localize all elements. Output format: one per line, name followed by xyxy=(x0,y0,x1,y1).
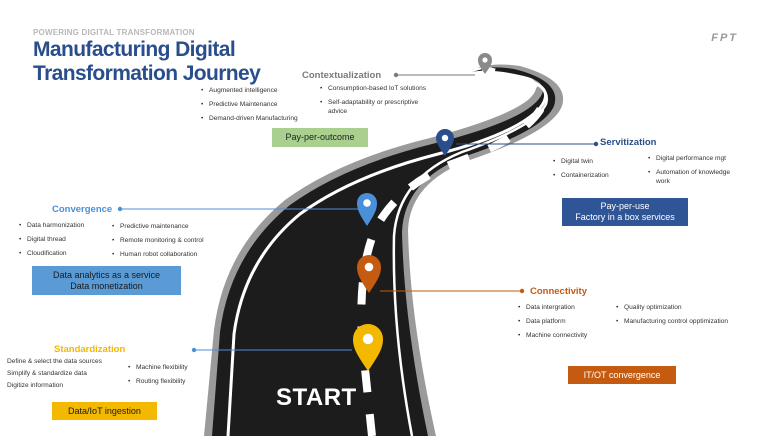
list-item: Simplify & standardize data xyxy=(7,370,87,377)
standardization-label: Standardization xyxy=(54,344,126,355)
page-title-line1: Manufacturing Digital xyxy=(33,38,236,61)
servitization-connector-dot xyxy=(593,141,599,147)
convergence-pin-icon xyxy=(357,193,377,226)
connectivity-label: Connectivity xyxy=(530,286,588,297)
road-right-edge-line xyxy=(392,74,549,436)
list-item: •Demand-driven Manufacturing xyxy=(201,115,298,122)
list-item: advice xyxy=(328,108,348,115)
list-item: •Consumption-based IoT solutions xyxy=(320,85,427,92)
servitization-label: Servitization xyxy=(600,137,657,148)
road-center-dashes xyxy=(357,66,546,436)
standardization-list-2: •Machine flexibility •Routing flexibilit… xyxy=(128,363,188,386)
servitization-box-line2: Factory in a box services xyxy=(575,212,675,222)
servitization-list-2: •Digital performance mgt •Automation of … xyxy=(648,154,730,186)
servitization-list-1: •Digital twin •Containerization xyxy=(553,157,609,180)
list-item: •Augmented intelligence xyxy=(201,87,278,94)
convergence-connector-dot xyxy=(117,206,123,212)
contextualization-list-2: •Consumption-based IoT solutions •Self-a… xyxy=(320,84,426,116)
road-left-edge-line xyxy=(226,78,548,436)
standardization-connector-dot xyxy=(191,347,197,353)
list-item: •Routing flexibility xyxy=(128,378,186,385)
connectivity-connector-dot xyxy=(519,288,525,294)
servitization-box-line1: Pay-per-use xyxy=(600,201,650,211)
standardization-list-1: Define & select the data sources Simplif… xyxy=(7,357,102,390)
list-item: •Machine connectivity xyxy=(518,332,588,339)
standardization-box: Data/IoT ingestion xyxy=(52,402,157,420)
contextualization-box: Pay-per-outcome xyxy=(272,128,368,147)
list-item: •Cloudification xyxy=(19,250,67,257)
convergence-box-line1: Data analytics as a service xyxy=(52,269,161,280)
page-title-line2: Transformation Journey xyxy=(33,62,261,85)
road-body xyxy=(212,67,556,436)
fpt-logo: FPT xyxy=(711,32,738,44)
list-item: •Digital performance mgt xyxy=(648,155,726,162)
convergence-list-2: •Predictive maintenance •Remote monitori… xyxy=(112,222,204,259)
list-item: •Data platform xyxy=(518,318,566,325)
convergence-box: Data analytics as a service Data monetiz… xyxy=(32,266,181,295)
start-label: START xyxy=(276,384,357,411)
contextualization-connector-dot xyxy=(393,72,399,78)
list-item: work xyxy=(656,178,670,185)
servitization-box: Pay-per-use Factory in a box services xyxy=(562,198,688,226)
list-item: •Manufacturing control opptimization xyxy=(616,318,729,325)
list-item: •Machine flexibility xyxy=(128,364,188,371)
list-item: •Remote monitoring & control xyxy=(112,237,204,244)
list-item: •Data harmonization xyxy=(19,222,85,229)
connectivity-pin-icon xyxy=(357,255,381,293)
list-item: Define & select the data sources xyxy=(7,358,102,365)
convergence-label: Convergence xyxy=(52,204,113,215)
connectivity-box: IT/OT convergence xyxy=(568,366,676,384)
list-item: •Digital thread xyxy=(19,236,66,243)
list-item: •Predictive maintenance xyxy=(112,223,189,230)
list-item: •Automation of knowledge xyxy=(648,169,731,176)
convergence-box-line2: Data monetization xyxy=(70,280,143,291)
list-item: •Self-adaptability or prescriptive xyxy=(320,99,419,106)
convergence-list-1: •Data harmonization •Digital thread •Clo… xyxy=(19,221,84,258)
list-item: •Containerization xyxy=(553,172,609,179)
list-item: •Predictive Maintenance xyxy=(201,101,278,108)
list-item: •Data intergration xyxy=(518,304,575,311)
list-item: •Digital twin xyxy=(553,158,593,165)
contextualization-label: Contextualization xyxy=(302,70,382,81)
connectivity-list-1: •Data intergration •Data platform •Machi… xyxy=(518,303,587,340)
contextualization-list-1: •Augmented intelligence •Predictive Main… xyxy=(201,86,298,123)
connectivity-list-2: •Quality optimization •Manufacturing con… xyxy=(616,303,728,326)
standardization-pin-icon xyxy=(353,324,383,371)
list-item: Digitize information xyxy=(7,382,64,389)
servitization-pin-icon xyxy=(436,129,454,156)
list-item: •Quality optimization xyxy=(616,304,682,311)
header-kicker: POWERING DIGITAL TRANSFORMATION xyxy=(33,28,195,37)
list-item: •Human robot collaboration xyxy=(112,251,198,258)
contextualization-pin-icon xyxy=(478,53,492,74)
